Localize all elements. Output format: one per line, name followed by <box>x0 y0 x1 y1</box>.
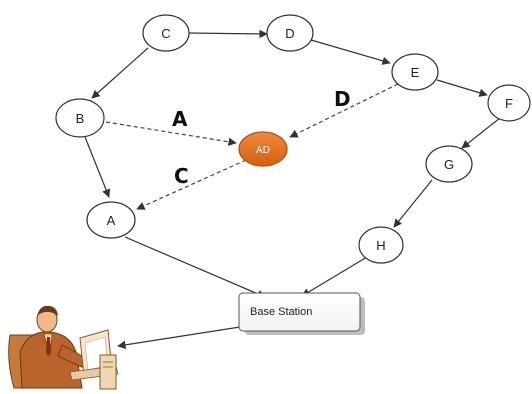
node-label: D <box>285 26 294 41</box>
node-b: B <box>55 98 105 138</box>
node-label: E <box>411 65 420 80</box>
node-label: A <box>107 213 116 228</box>
node-a: A <box>86 201 136 239</box>
node-label: AD <box>256 145 270 156</box>
node-d: D <box>266 14 314 52</box>
edge-label-d: D <box>334 87 351 111</box>
node-e: E <box>391 53 439 91</box>
base-station: Base Station <box>238 292 365 335</box>
node-label: C <box>161 26 170 41</box>
dashed-edges <box>105 83 399 210</box>
node-h: H <box>358 226 404 264</box>
edge-label-a: A <box>172 107 188 131</box>
base-station-label: Base Station <box>250 306 312 318</box>
node-c: C <box>142 14 190 52</box>
edge-e-to-ad <box>289 83 399 138</box>
node-f: F <box>487 84 531 122</box>
edge-e-to-f <box>436 79 488 97</box>
edge-c-to-b <box>91 47 149 99</box>
operator-at-computer-icon <box>8 305 119 390</box>
solid-edges <box>84 29 501 349</box>
edge-label-c: C <box>174 164 189 188</box>
edge-b-to-a <box>84 136 111 198</box>
edge-d-to-e <box>310 39 391 65</box>
node-label: G <box>444 157 454 172</box>
edge-c-to-d <box>187 29 268 39</box>
edge-base-station-to-operator <box>117 326 241 349</box>
edge-g-to-h <box>393 179 433 228</box>
edge-h-to-base-station <box>301 256 368 297</box>
edge-ad-to-a <box>136 159 247 210</box>
edge-b-to-ad <box>105 121 237 146</box>
node-g: G <box>425 145 473 183</box>
node-label: H <box>376 238 385 253</box>
edge-a-to-base-station <box>124 236 266 298</box>
node-label: B <box>76 111 85 126</box>
edge-f-to-g <box>461 117 501 149</box>
node-label: F <box>505 96 513 111</box>
node-ad: AD <box>238 131 288 167</box>
